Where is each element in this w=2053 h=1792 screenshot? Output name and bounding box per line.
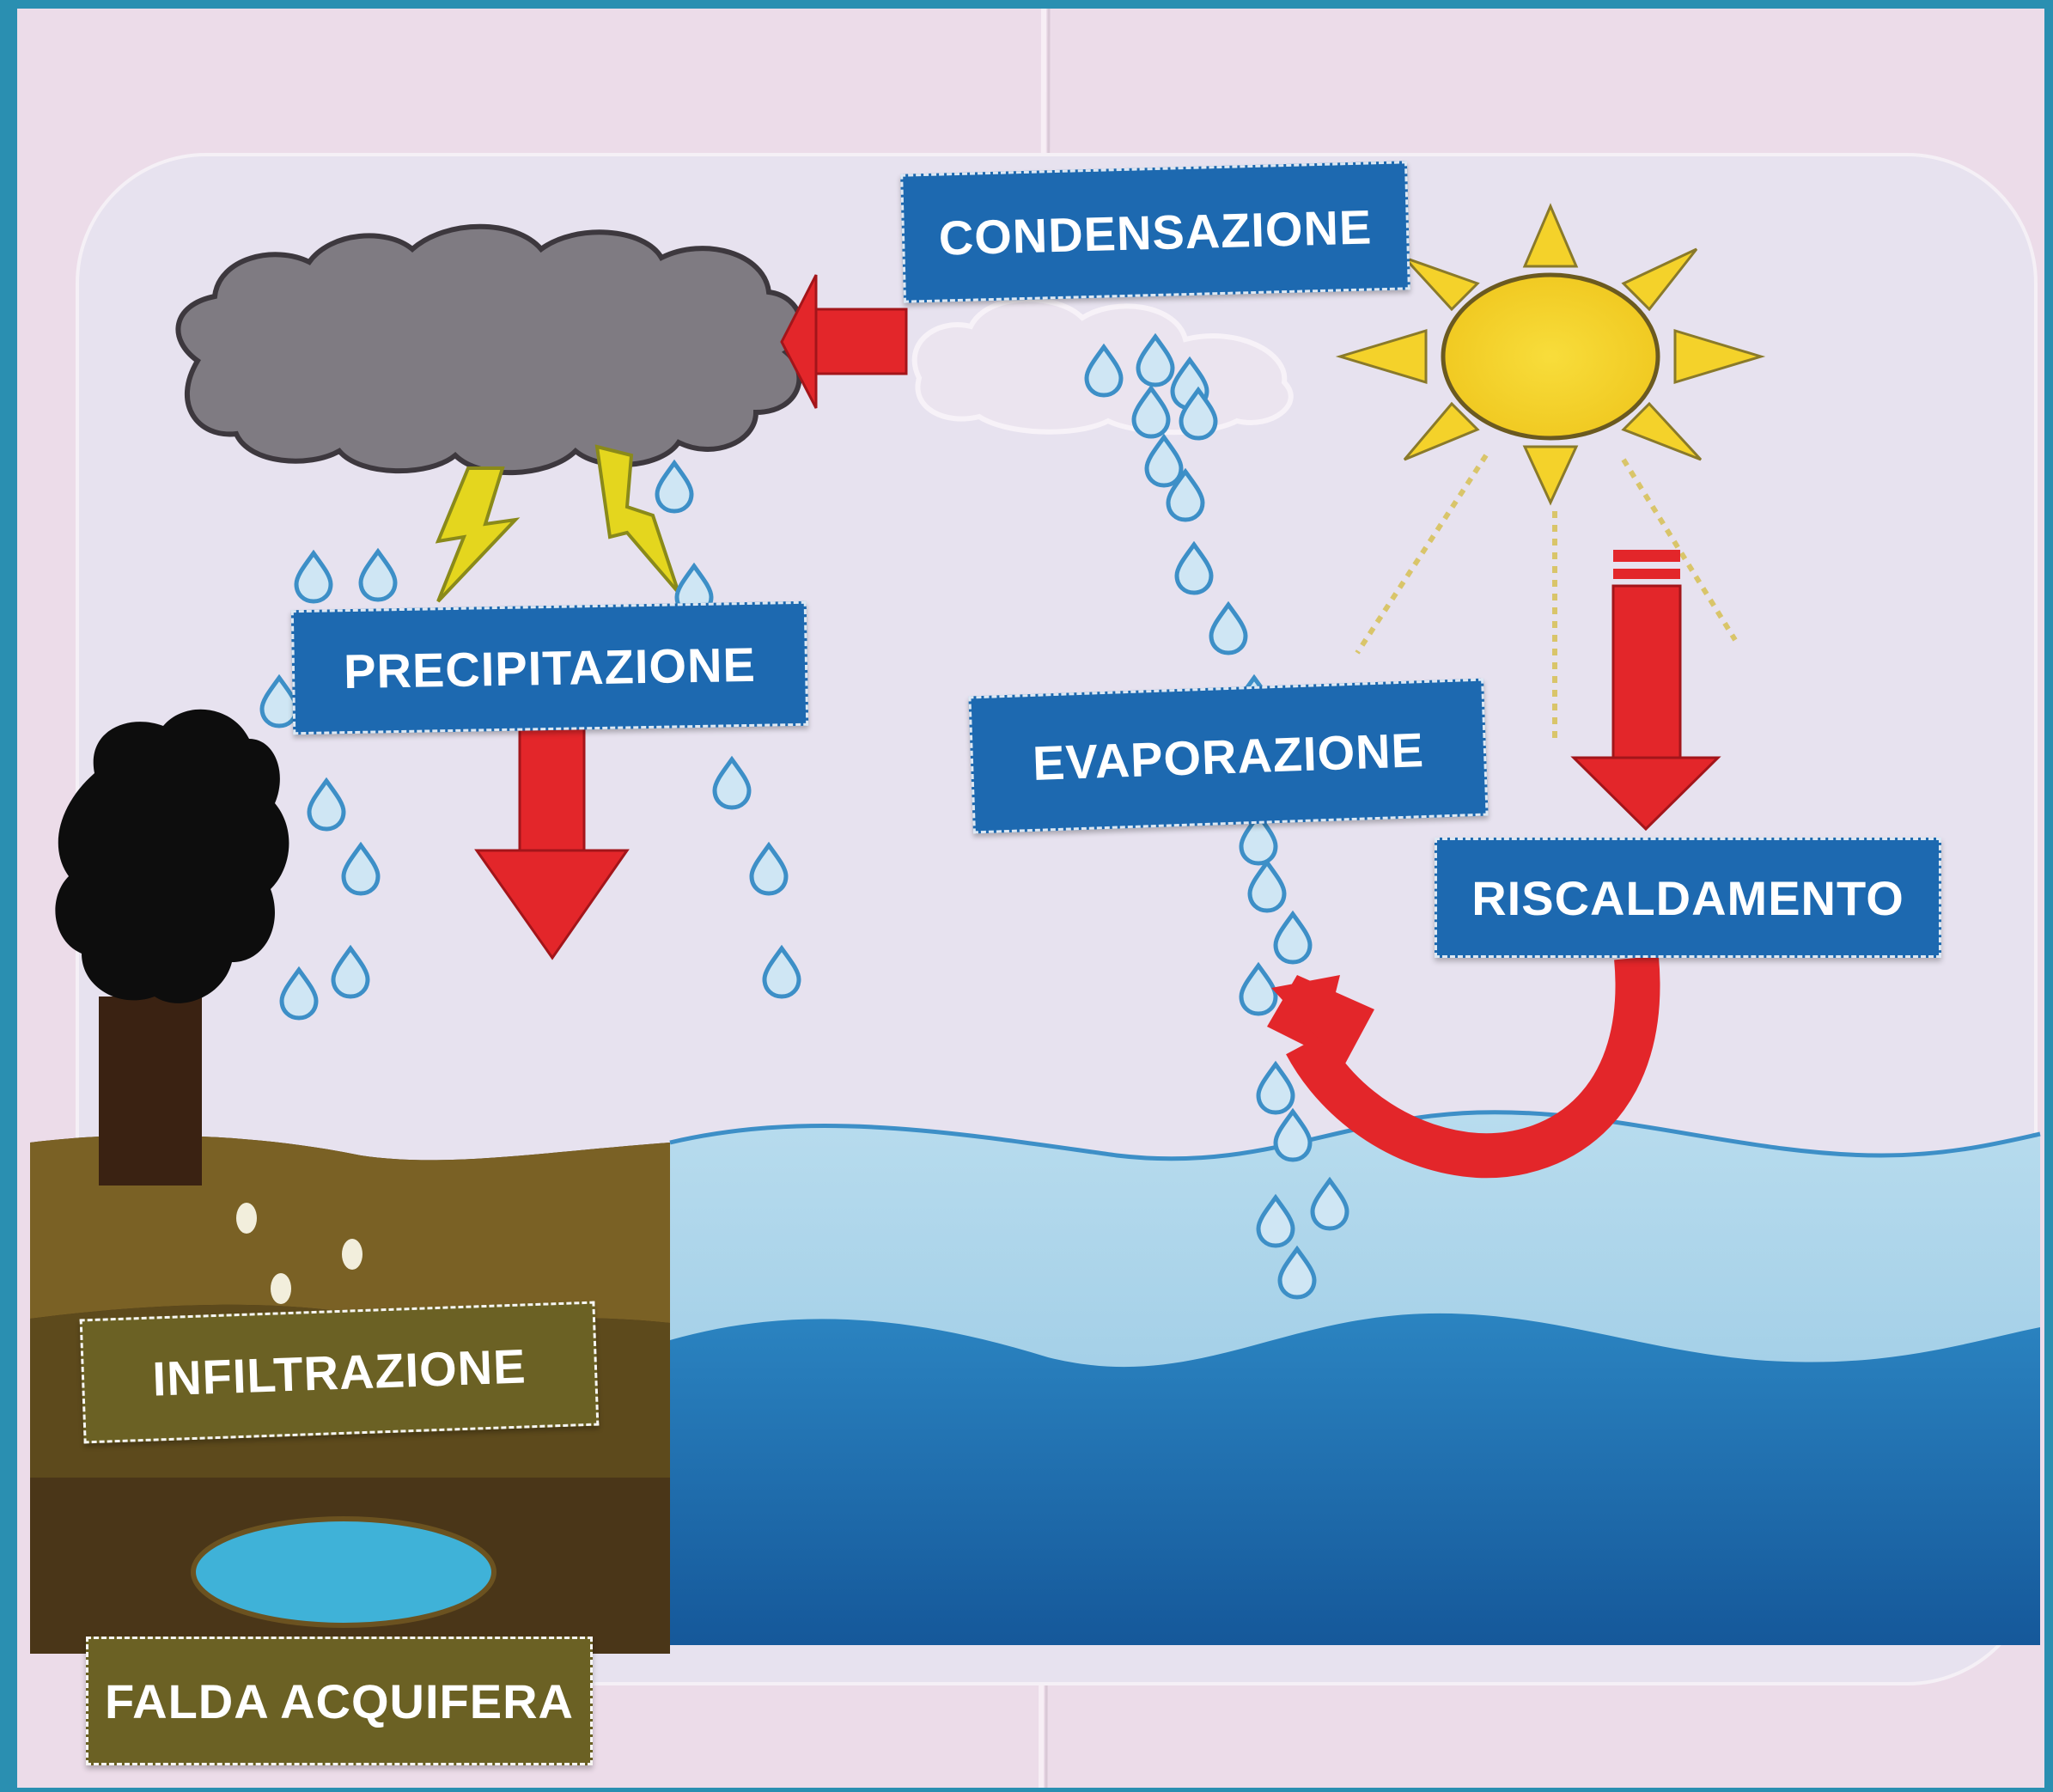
arrow-condensation-icon (780, 274, 908, 409)
infiltration-drop (342, 1239, 362, 1270)
label-condensazione: CONDENSAZIONE (900, 161, 1410, 303)
lightning-icon (435, 466, 521, 603)
label-precipitazione: PRECIPITAZIONE (290, 600, 809, 735)
tree-icon (55, 709, 289, 1186)
label-riscaldamento: RISCALDAMENTO (1435, 838, 1941, 958)
sun-icon (1335, 203, 1766, 506)
infiltration-drop (271, 1273, 291, 1304)
storm-cloud-icon (175, 223, 804, 476)
label-infiltrazione: INFILTRAZIONE (79, 1301, 600, 1444)
arrow-precipitation-icon (474, 724, 630, 960)
sun-rays (1355, 454, 1738, 739)
label-falda-acquifera: FALDA ACQUIFERA (86, 1637, 593, 1765)
arrow-evaporation-curve-icon (1267, 955, 1660, 1179)
lightning-icon (594, 444, 680, 594)
infiltration-drop (236, 1203, 257, 1234)
aquifer-icon (191, 1516, 496, 1628)
arrow-heating-icon (1570, 550, 1721, 832)
label-evaporazione: EVAPORAZIONE (968, 678, 1489, 834)
sea (669, 1110, 2041, 1645)
